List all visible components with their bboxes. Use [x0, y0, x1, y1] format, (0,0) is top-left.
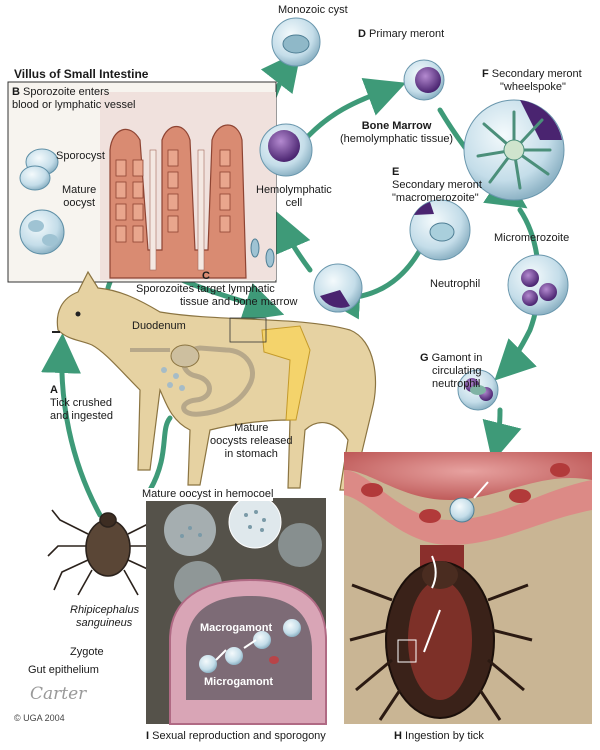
label-zygote: Zygote — [70, 646, 104, 658]
label-sporocyst: Sporocyst — [56, 150, 105, 162]
villus-panel — [7, 81, 277, 283]
caption-sporogony: I Sexual reproduction and sporogony — [146, 730, 326, 742]
label-monozoic-cyst: Monozoic cyst — [278, 4, 348, 16]
dog — [52, 270, 377, 491]
label-microgamont: Microgamont — [204, 676, 274, 688]
panel-tick-ingestion — [344, 452, 592, 724]
cycle-cells — [250, 17, 569, 411]
label-micromerozoite: Micromerozoite — [494, 232, 570, 244]
label-macrogamont: Macrogamont — [200, 622, 273, 634]
label-gut-epithelium: Gut epithelium — [28, 664, 99, 676]
label-neutrophil: Neutrophil — [430, 278, 481, 290]
caption-ingestion: H Ingestion by tick — [394, 730, 484, 742]
villus-title: Villus of Small Intestine — [14, 67, 149, 81]
label-primary-meront: D Primary meront — [358, 28, 445, 40]
white-arrows — [215, 481, 489, 661]
panel-sporogony — [146, 495, 327, 725]
copyright: © UGA 2004 — [14, 713, 65, 723]
label-bone-marrow: Bone Marrow(hemolymphatic tissue) — [340, 120, 454, 145]
label-secondary-meront-wheelspoke: F Secondary meront"wheelspoke" — [482, 68, 582, 93]
label-hemocoel: Mature oocyst in hemocoel — [142, 488, 274, 501]
label-duodenum: Duodenum — [132, 320, 186, 332]
artist-signature: Carter — [30, 684, 87, 704]
